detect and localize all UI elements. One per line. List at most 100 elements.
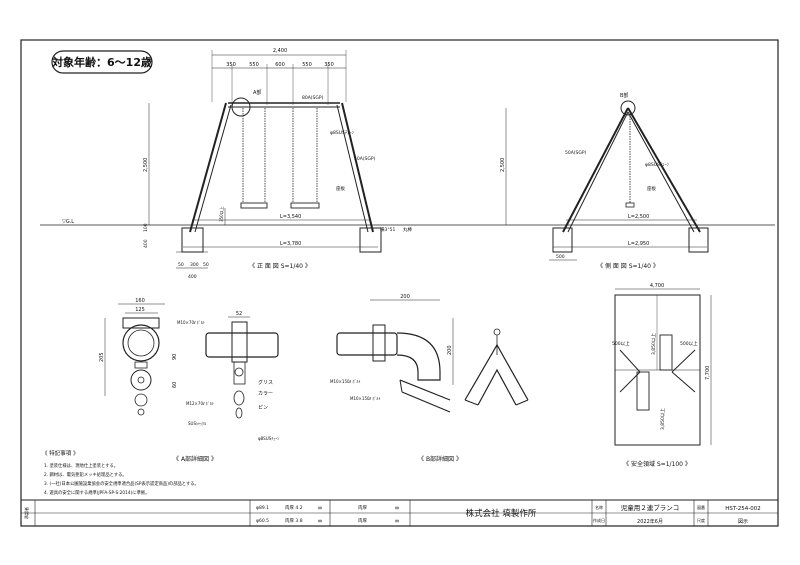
front-dim-seg: 350: [324, 62, 334, 68]
safety-left: 500以上: [612, 340, 630, 347]
front-pipe-top-label: 80A(SGP): [302, 95, 324, 101]
front-pipe-leg-label: 50A(SGP): [354, 156, 376, 162]
callout-a-label: A部: [253, 89, 261, 96]
detail-a-title: 《 A部詳細図 》: [173, 455, 217, 463]
front-found-total: 400: [188, 274, 197, 280]
detail-a-bolt2: M12×70ℓ ﾎﾞﾙﾄ: [186, 401, 214, 406]
front-dim-seg: 350: [226, 62, 236, 68]
detail-b-dim: 200: [400, 294, 410, 300]
tb-company: 株式会社 塙製作所: [466, 508, 537, 519]
tb-unit: ㎜: [318, 518, 322, 523]
tb-unit: ㎜: [395, 505, 399, 510]
front-found-dim: 50: [178, 262, 184, 268]
callout-b-circle: [620, 100, 636, 116]
side-base-total: L=2,950: [628, 241, 649, 247]
detail-a-collar: カラー: [258, 391, 273, 397]
side-base-span: L=2,500: [628, 214, 649, 220]
front-pit-note: 丸棒: [403, 226, 412, 233]
detail-a-dim: 60: [172, 382, 178, 388]
detail-a-dim: 160: [135, 298, 145, 304]
detail-a-pin: ピン: [258, 405, 268, 411]
notes: 《 特記事項 》 1. 塗装仕様は、現地仕上塗装とする。 2. 鋼材は、電気亜鉛…: [42, 449, 199, 496]
safety-height: 7,700: [705, 366, 711, 380]
front-seat-label: 座板: [336, 185, 345, 192]
detail-b-title: 《 B部詳細図 》: [418, 455, 462, 463]
tb-side-label: 承認者: [23, 507, 29, 519]
front-foundation-right: [359, 227, 382, 253]
front-dim-seg: 550: [302, 62, 312, 68]
age-badge-text: 対象年齢：6～12歳: [51, 55, 152, 69]
callout-a-circle: [231, 97, 251, 117]
side-found-total: 500: [556, 254, 565, 260]
side-seat-label: 座板: [647, 185, 656, 192]
callout-b-label: B部: [620, 92, 628, 99]
tb-unit: ㎜: [395, 518, 399, 523]
front-height-dim: 2,500: [143, 158, 149, 172]
detail-b: 200 200 M10×150ℓ ﾎﾞﾙﾄ M10×150ℓ ﾎﾞﾙﾄ 《 B部…: [330, 294, 529, 463]
detail-a-dim: 125: [135, 307, 145, 313]
front-foundation-left: [181, 227, 204, 253]
front-found-dim: 300: [190, 262, 199, 268]
note-item: 2. 鋼材は、電気亜鉛メッキ処理品とする。: [44, 471, 127, 478]
tb-scale: 図示: [738, 519, 748, 525]
front-dim-seg: 550: [249, 62, 259, 68]
tb-date-label: 作成日: [593, 517, 605, 523]
side-pipe-label: 50A(SGP): [565, 150, 587, 156]
front-dim-seg: 600: [275, 62, 285, 68]
notes-heading: 《 特記事項 》: [42, 449, 79, 457]
side-chain-label: φ8SUSﾁｪｰﾝ: [645, 162, 670, 168]
tb-code: HST-254-002: [725, 506, 760, 512]
front-clear-dim: 350以上: [218, 206, 224, 222]
front-chain-label: φ8SUSﾁｪｰﾝ: [330, 130, 355, 136]
side-foundation-right: [688, 227, 709, 253]
side-foundation-left: [552, 227, 573, 253]
side-seat: [625, 202, 635, 208]
front-dim-total: 2,400: [273, 48, 287, 54]
age-badge: 対象年齢：6～12歳: [51, 50, 153, 74]
side-height-dim: 2,500: [500, 158, 506, 172]
front-base-span: L=3,540: [280, 214, 301, 220]
front-base-total: L=3,780: [280, 241, 301, 247]
front-h400: 400: [143, 239, 149, 248]
safety-top: 3,850以上: [650, 333, 657, 355]
detail-a-dim: 205: [99, 352, 105, 362]
tb-scale-label: 尺度: [697, 517, 705, 523]
safety-width: 4,700: [650, 283, 664, 289]
tb-mat1: φ89.1: [256, 505, 269, 511]
side-view-title: 《 側 面 図 S=1/40 》: [597, 262, 659, 270]
front-seat-right: [290, 202, 320, 209]
front-view: 2,400 350 550 600 550 350 80A(SGP) A部 50…: [40, 48, 775, 280]
front-pit-label: 横3°51: [380, 226, 395, 233]
front-h100: 100: [143, 223, 149, 232]
front-view-title: 《 正 面 図 S=1/40 》: [249, 263, 311, 270]
tb-code-label: 図番: [697, 504, 705, 510]
detail-a-dim: 52: [236, 311, 242, 317]
tb-mat2-t: 肉厚 3.8: [285, 517, 303, 524]
side-view: B部 50A(SGP) φ8SUSﾁｪｰﾝ 座板 2,500 L=2,500 L…: [500, 92, 709, 270]
safety-title: 《 安全領域 S=1/100 》: [623, 460, 691, 468]
tb-thick-label: 肉厚: [358, 504, 367, 511]
tb-name-label: 名称: [595, 504, 603, 510]
gl-label: ▽G.L: [62, 219, 74, 225]
tb-product: 児童用２連ブランコ: [621, 503, 680, 512]
tb-date: 2022年6月: [637, 518, 663, 525]
title-block: 承認者 φ89.1 肉厚 4.2 ㎜ φ60.5 肉厚 3.8 ㎜ 肉厚 ㎜ 肉…: [21, 499, 778, 526]
detail-a-grease: グリス: [258, 379, 273, 386]
detail-a-bolt1: M10×70ℓ ﾎﾞﾙﾄ: [177, 320, 205, 325]
detail-a-shackle: SUSｼｬｯｸﾙ: [188, 420, 206, 426]
detail-b-dim: 200: [447, 345, 453, 355]
tb-thick-label: 肉厚: [358, 517, 367, 524]
note-item: 4. 遊具の安全に関する規準(JPFA-SP-S:2014)に準拠。: [44, 489, 150, 496]
front-found-dim: 50: [203, 262, 209, 268]
note-item: 3. (一社)日本公園施設業協会の安全規準適合品(SP表示認定商品)の部品とする…: [44, 480, 199, 487]
detail-b-bolt2: M10×150ℓ ﾎﾞﾙﾄ: [350, 396, 380, 401]
safety-area: 4,700 7,700 3,850以上 3,850以上 500以上 500以上 …: [612, 283, 712, 468]
front-seat-left: [240, 202, 268, 209]
safety-bottom: 3,850以上: [659, 408, 666, 430]
safety-right: 500以上: [680, 340, 698, 347]
detail-b-bolt1: M10×150ℓ ﾎﾞﾙﾄ: [330, 379, 360, 384]
sheet-border: [20, 39, 779, 527]
tb-mat2: φ60.5: [256, 518, 269, 524]
detail-a-chain: φ8SUSﾁｪｰﾝ: [258, 436, 279, 441]
